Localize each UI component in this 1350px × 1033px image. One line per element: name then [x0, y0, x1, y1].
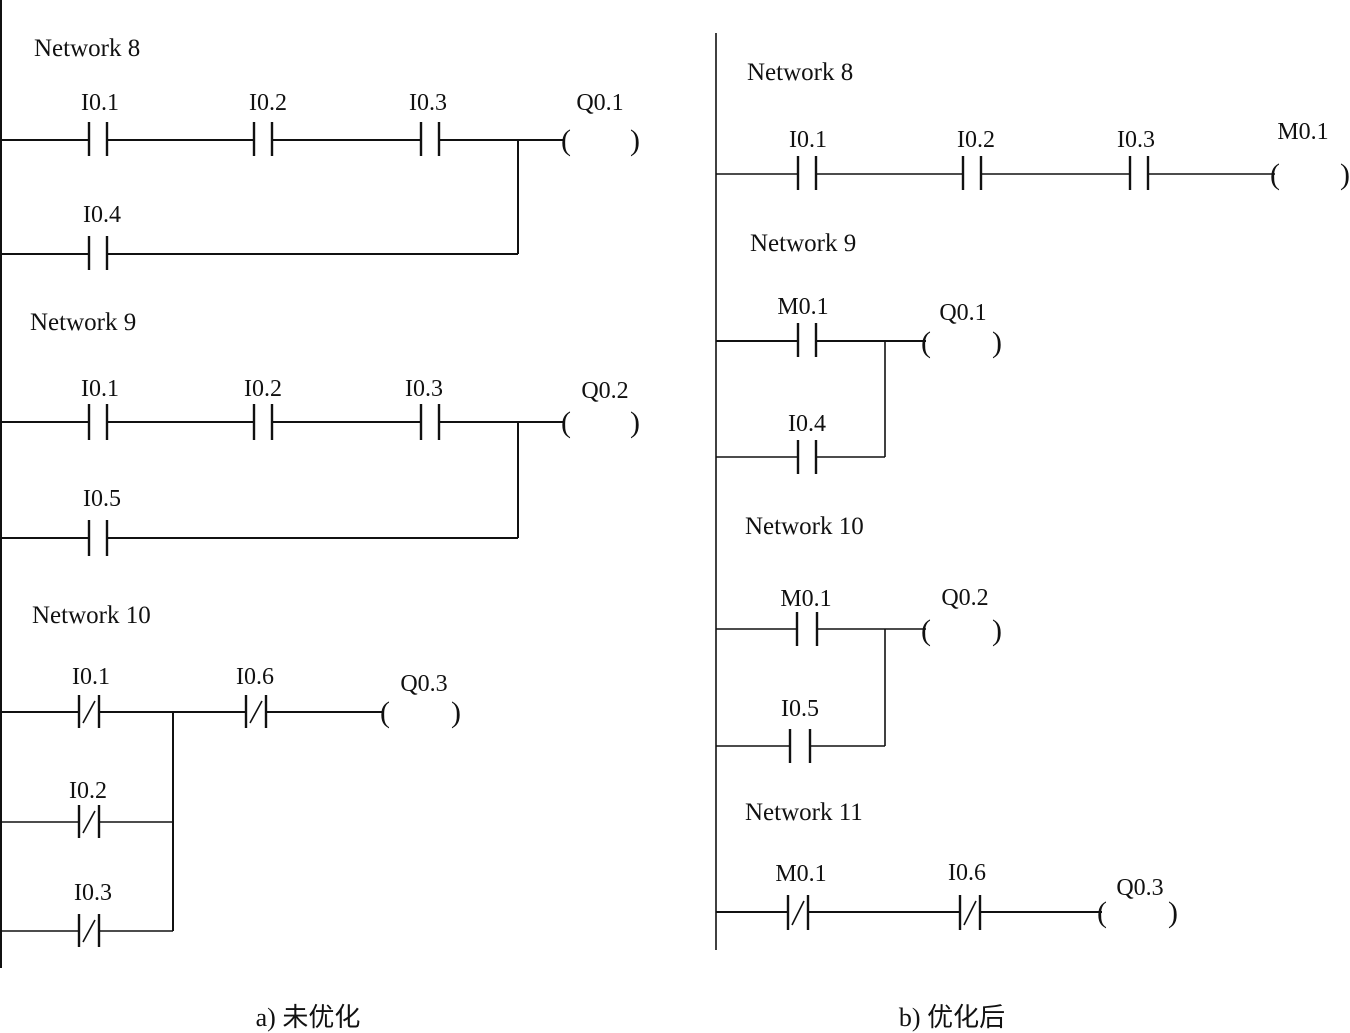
- contact-no-I0.2: I0.2: [244, 376, 282, 440]
- contact-label: I0.3: [1117, 127, 1155, 153]
- panel-b: Network 8 I0.1 I0.2 I0.3 M0.1 ( ): [715, 33, 1350, 1032]
- contact-label: I0.3: [409, 90, 447, 116]
- contact-label: I0.2: [249, 90, 287, 116]
- coil-close: ): [630, 124, 640, 157]
- contact-no-I0.3: I0.3: [409, 90, 447, 156]
- coil-Q0.3: Q0.3 ( ): [1097, 875, 1178, 929]
- contact-label: I0.2: [957, 127, 995, 153]
- coil-open: (: [921, 326, 931, 359]
- contact-no-M0.1: M0.1: [777, 294, 829, 357]
- contact-no-M0.1: M0.1: [780, 586, 832, 646]
- network-b-11: Network 11 M0.1 I0.6 Q0.3 ( ): [716, 799, 1178, 930]
- network-b-8: Network 8 I0.1 I0.2 I0.3 M0.1 ( ): [716, 59, 1350, 191]
- coil-label: Q0.2: [941, 585, 988, 611]
- contact-label: I0.3: [74, 880, 112, 906]
- network-a-9: Network 9 I0.1 I0.2 I0.3 I0.5: [1, 309, 640, 556]
- coil-label: M0.1: [1277, 119, 1328, 145]
- coil-label: Q0.3: [1116, 875, 1163, 901]
- coil-close: ): [1340, 158, 1350, 191]
- contact-no-I0.3: I0.3: [1117, 127, 1155, 190]
- contact-nc-I0.3: I0.3: [74, 880, 112, 947]
- coil-open: (: [561, 406, 571, 439]
- network-a-8: Network 8 I0.1 I0.2 I0.3: [1, 35, 640, 270]
- contact-label: I0.5: [781, 696, 819, 722]
- coil-Q0.3: Q0.3 ( ): [380, 671, 461, 729]
- coil-label: Q0.3: [400, 671, 447, 697]
- coil-Q0.2: Q0.2 ( ): [921, 585, 1002, 647]
- network-title: Network 8: [34, 35, 140, 62]
- panel-caption: b) 优化后: [899, 1003, 1005, 1032]
- contact-nc-I0.1: I0.1: [72, 664, 110, 728]
- coil-Q0.1: Q0.1 ( ): [921, 300, 1002, 359]
- network-title: Network 10: [745, 513, 864, 540]
- contact-no-I0.1: I0.1: [789, 127, 827, 190]
- contact-label: I0.2: [244, 376, 282, 402]
- network-b-9: Network 9 M0.1 I0.4 Q0.1 ( ): [716, 230, 1002, 474]
- contact-label: I0.4: [788, 411, 826, 437]
- coil-open: (: [1270, 158, 1280, 191]
- contact-no-I0.5: I0.5: [781, 696, 819, 763]
- contact-no-I0.2: I0.2: [957, 127, 995, 190]
- coil-close: ): [630, 406, 640, 439]
- coil-Q0.1: Q0.1 ( ): [561, 90, 640, 157]
- network-a-10: Network 10 I0.1 I0.6 I0.2: [1, 602, 461, 947]
- contact-no-I0.2: I0.2: [249, 90, 287, 156]
- coil-Q0.2: Q0.2 ( ): [561, 378, 640, 439]
- contact-label: I0.4: [83, 202, 121, 228]
- coil-label: Q0.1: [576, 90, 623, 116]
- contact-label: I0.1: [72, 664, 110, 690]
- coil-close: ): [992, 614, 1002, 647]
- network-b-10: Network 10 M0.1 I0.5 Q0.2 ( ): [716, 513, 1002, 763]
- network-title: Network 10: [32, 602, 151, 629]
- contact-nc-I0.2: I0.2: [69, 778, 107, 838]
- contact-label: I0.1: [81, 90, 119, 116]
- contact-label: M0.1: [775, 861, 826, 887]
- contact-label: I0.2: [69, 778, 107, 804]
- network-title: Network 9: [30, 309, 136, 336]
- coil-close: ): [1168, 896, 1178, 929]
- coil-close: ): [992, 326, 1002, 359]
- contact-no-I0.5: I0.5: [83, 486, 121, 556]
- coil-open: (: [1097, 896, 1107, 929]
- contact-nc-I0.6: I0.6: [948, 860, 986, 930]
- contact-label: I0.1: [81, 376, 119, 402]
- contact-label: I0.6: [948, 860, 986, 886]
- network-title: Network 9: [750, 230, 856, 257]
- coil-label: Q0.1: [939, 300, 986, 326]
- coil-label: Q0.2: [581, 378, 628, 404]
- contact-no-I0.3: I0.3: [405, 376, 443, 440]
- contact-label: M0.1: [780, 586, 831, 612]
- contact-label: I0.6: [236, 664, 274, 690]
- contact-label: I0.5: [83, 486, 121, 512]
- coil-open: (: [380, 696, 390, 729]
- contact-label: I0.3: [405, 376, 443, 402]
- contact-no-I0.1: I0.1: [81, 90, 119, 156]
- coil-close: ): [451, 696, 461, 729]
- panel-a: Network 8 I0.1 I0.2 I0.3: [0, 0, 640, 1032]
- coil-open: (: [561, 124, 571, 157]
- contact-no-I0.4: I0.4: [83, 202, 121, 270]
- contact-no-I0.4: I0.4: [788, 411, 826, 474]
- network-title: Network 8: [747, 59, 853, 86]
- contact-nc-I0.6: I0.6: [236, 664, 274, 728]
- contact-nc-M0.1: M0.1: [775, 861, 827, 930]
- panel-caption: a) 未优化: [256, 1003, 361, 1032]
- coil-M0.1: M0.1 ( ): [1270, 119, 1350, 191]
- coil-open: (: [921, 614, 931, 647]
- contact-label: I0.1: [789, 127, 827, 153]
- contact-label: M0.1: [777, 294, 828, 320]
- contact-no-I0.1: I0.1: [81, 376, 119, 440]
- network-title: Network 11: [745, 799, 863, 826]
